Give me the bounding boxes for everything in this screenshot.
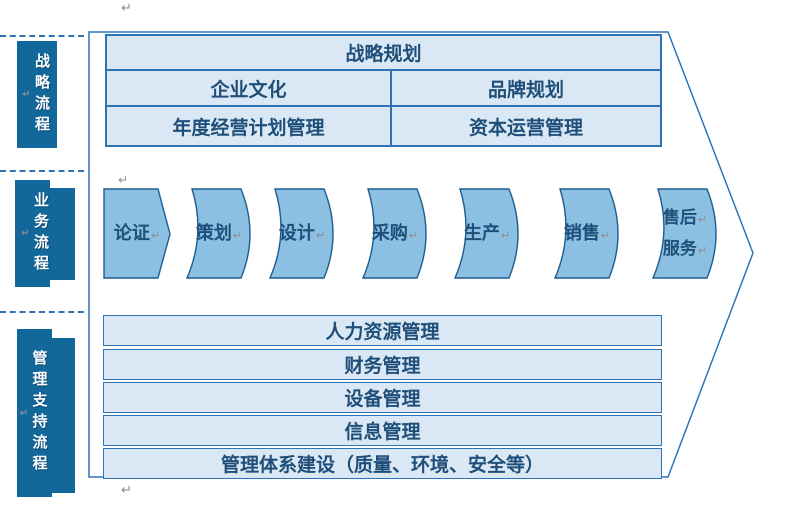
rail-support-process-shadow (22, 338, 75, 493)
step-label: 设计↵ (278, 222, 326, 244)
section-divider-dashed (0, 35, 84, 37)
rail-label-text: 业务流程 (32, 191, 50, 276)
chevron-shape (651, 188, 717, 279)
chevron-shape (268, 188, 334, 279)
cell-brand-planning: 品牌规划 (392, 71, 660, 105)
rail-support-process-label: 管理支持流程↵ (17, 329, 52, 497)
support-row-equipment: 设备管理 (103, 382, 662, 413)
process-step-sales: 销售↵ (553, 188, 621, 279)
step-label: 售后↵ (662, 207, 708, 228)
paragraph-mark: ↵ (20, 228, 31, 239)
strategy-planning-table: 战略规划 企业文化 品牌规划 年度经营计划管理 资本运营管理 (105, 34, 662, 147)
support-row-hr: 人力资源管理 (103, 315, 662, 346)
rail-business-process-label: 业务流程↵ (15, 180, 57, 287)
support-row-management-system: 管理体系建设（质量、环境、安全等） (103, 448, 662, 479)
section-divider-dashed (0, 311, 84, 313)
process-step-production: 生产↵ (453, 188, 521, 279)
step-label: 服务↵ (662, 238, 708, 259)
chevron-shape (361, 188, 427, 279)
paragraph-mark: ↵ (21, 89, 32, 100)
process-step-design: 设计↵ (268, 188, 336, 279)
cell-annual-operation-plan: 年度经营计划管理 (107, 107, 390, 145)
paragraph-mark: ↵ (118, 173, 129, 187)
rail-strategy-process-label: 战略流程↵ (17, 41, 57, 148)
step-label: 生产↵ (463, 222, 511, 244)
chevron-shape (553, 188, 619, 279)
rail-strategy-process (17, 41, 57, 148)
chevron-shape (453, 188, 519, 279)
process-step-planning: 策划↵ (185, 188, 253, 279)
section-divider-dashed (0, 170, 84, 172)
paragraph-mark: ↵ (121, 1, 132, 16)
process-step-after-sales-service: 售后↵ 服务↵ (651, 188, 719, 279)
rail-label-text: 管理支持流程 (30, 350, 49, 476)
step-label: 销售↵ (563, 222, 611, 244)
paragraph-mark: ↵ (18, 407, 30, 419)
pentagon-arrow-shape (103, 188, 171, 279)
paragraph-mark: ↵ (150, 228, 161, 242)
strategy-table-header: 战略规划 (107, 36, 660, 69)
step-label: 论证↵ (113, 222, 161, 244)
support-row-information: 信息管理 (103, 415, 662, 446)
cell-capital-operation: 资本运营管理 (392, 107, 660, 145)
rail-label-text: 战略流程 (33, 52, 51, 137)
paragraph-mark: ↵ (315, 228, 326, 242)
step-label: 策划↵ (195, 222, 243, 244)
paragraph-mark: ↵ (600, 228, 611, 242)
paragraph-mark: ↵ (697, 243, 708, 257)
process-step-demonstration: 论证↵ (103, 188, 171, 279)
paragraph-mark: ↵ (697, 212, 708, 226)
process-step-procurement: 采购↵ (361, 188, 429, 279)
chevron-shape (185, 188, 251, 279)
paragraph-mark: ↵ (500, 228, 511, 242)
paragraph-mark: ↵ (408, 228, 419, 242)
rail-business-process-shadow (20, 188, 75, 280)
cell-corporate-culture: 企业文化 (107, 71, 390, 105)
paragraph-mark: ↵ (232, 228, 243, 242)
step-label: 采购↵ (371, 222, 419, 244)
paragraph-mark: ↵ (121, 483, 132, 498)
support-row-finance: 财务管理 (103, 349, 662, 380)
